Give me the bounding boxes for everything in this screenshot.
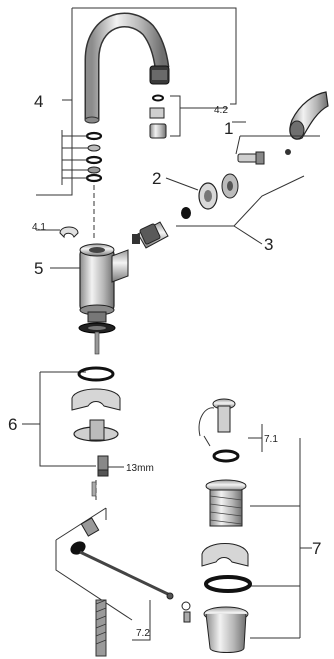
- spout-seal-stack: [85, 131, 103, 183]
- aerator-housing: [149, 123, 167, 139]
- cover-cap-2: [198, 173, 239, 210]
- label-4-2: 4.2: [214, 105, 228, 116]
- cartridge-3: [132, 207, 191, 249]
- label-6: 6: [8, 415, 17, 434]
- clip-4-1: [36, 226, 79, 239]
- label-7-1: 7.1: [264, 434, 278, 445]
- label-7: 7: [312, 539, 321, 558]
- aerator-ring: [152, 94, 164, 102]
- handle-lever: [285, 91, 329, 155]
- label-4: 4: [34, 92, 43, 111]
- popup-rod-assembly: [55, 507, 191, 657]
- mounting-group-6: [22, 366, 124, 500]
- label-5: 5: [34, 259, 43, 278]
- aerator-insert: [149, 107, 165, 119]
- label-1: 1: [224, 119, 233, 138]
- label-13mm: 13mm: [126, 463, 154, 474]
- bracket-4: [36, 7, 237, 196]
- label-4-1: 4.1: [32, 222, 46, 233]
- faucet-body: [50, 243, 129, 355]
- waste-valve-group-7: [198, 398, 312, 653]
- label-3: 3: [264, 235, 273, 254]
- label-2: 2: [152, 169, 161, 188]
- spout-group: [36, 7, 237, 240]
- cartridge-screw: [237, 151, 265, 165]
- label-7-2: 7.2: [136, 628, 150, 639]
